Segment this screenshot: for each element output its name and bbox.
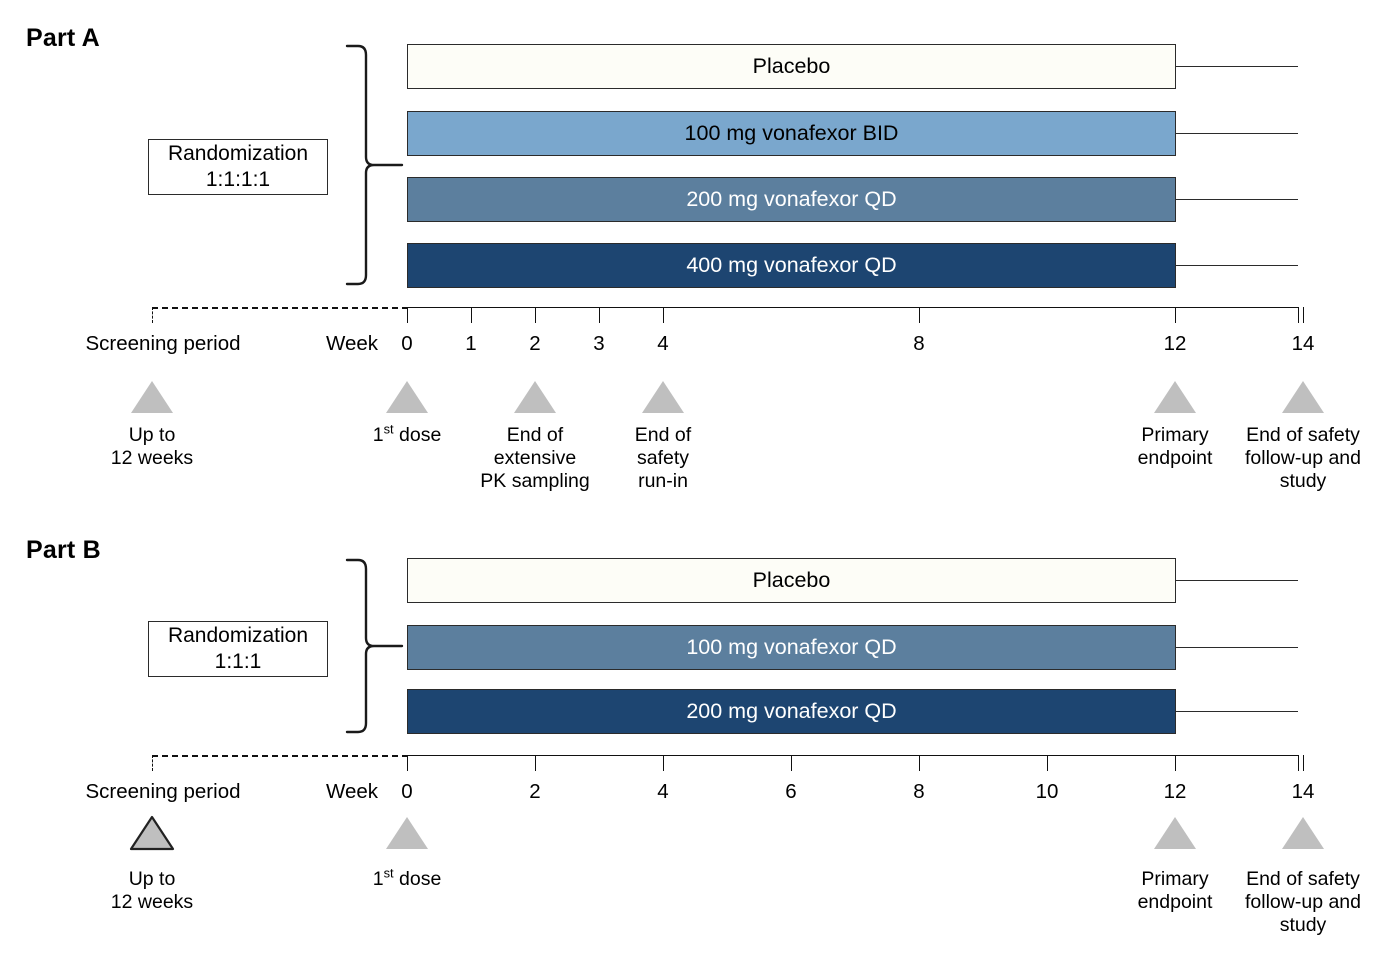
part-b-tick-label-6: 6 <box>785 780 797 803</box>
part-a-milestone-triangle-icon-0 <box>128 378 176 421</box>
part-b-tick-week-4 <box>663 755 664 771</box>
part-b-tick-label-12: 12 <box>1163 780 1187 803</box>
part-b-tick-week-0 <box>407 755 408 771</box>
part-b-arm-label-1: 100 mg vonafexor QD <box>686 635 897 659</box>
part-b-tick-week-12 <box>1175 755 1176 771</box>
part-b-arm-followup-line-0 <box>1176 580 1298 581</box>
part-b-milestone-triangle-icon-1 <box>383 814 431 857</box>
part-b-tick-week-14 <box>1303 755 1304 771</box>
part-a-axis-line <box>407 307 1299 308</box>
part-a-screening-dashed-line <box>152 307 408 309</box>
part-a-arm-followup-line-3 <box>1176 265 1298 266</box>
part-a-arm-bar-3: 400 mg vonafexor QD <box>407 243 1176 288</box>
part-a-arm-followup-line-2 <box>1176 199 1298 200</box>
part-a-arm-bar-0: Placebo <box>407 44 1176 89</box>
part-b-axis-line <box>407 755 1299 756</box>
part-b-randomization-ratio: 1:1:1 <box>214 650 262 673</box>
part-a-tick-week-4 <box>663 307 664 323</box>
part-a-arm-followup-line-1 <box>1176 133 1298 134</box>
part-a-tick-week-0 <box>407 307 408 323</box>
part-b-screening-start-tick <box>152 755 153 771</box>
part-a-tick-label-1: 1 <box>465 332 477 355</box>
part-b-milestone-triangle-icon-3 <box>1279 814 1327 857</box>
part-b-arm-label-2: 200 mg vonafexor QD <box>686 699 897 723</box>
part-a-arm-label-3: 400 mg vonafexor QD <box>686 253 897 277</box>
part-a-tick-week-14 <box>1303 307 1304 323</box>
part-b-tick-week-10 <box>1047 755 1048 771</box>
part-a-milestone-triangle-icon-1 <box>383 378 431 421</box>
part-a-arm-bar-1: 100 mg vonafexor BID <box>407 111 1176 156</box>
part-a-milestone-triangle-icon-5 <box>1279 378 1327 421</box>
part-b-screening-dashed-line <box>152 755 408 757</box>
part-a-tick-week-1 <box>471 307 472 323</box>
part-b-milestone-label-1: 1st dose <box>372 865 442 890</box>
part-b-milestone-triangle-icon-0 <box>128 814 176 857</box>
part-b-week-label: Week <box>325 780 379 803</box>
part-a-tick-label-4: 4 <box>657 332 669 355</box>
part-a-tick-label-8: 8 <box>913 332 925 355</box>
part-a-tick-week-2 <box>535 307 536 323</box>
part-a-week-label: Week <box>325 332 379 355</box>
part-b-title: Part B <box>26 536 101 564</box>
part-b-tick-label-14: 14 <box>1291 780 1315 803</box>
part-b-tick-week-8 <box>919 755 920 771</box>
part-a-arm-label-2: 200 mg vonafexor QD <box>686 187 897 211</box>
part-a-tick-week-8 <box>919 307 920 323</box>
part-a-tick-label-3: 3 <box>593 332 605 355</box>
part-a-tick-week-12 <box>1175 307 1176 323</box>
part-b-arm-followup-line-1 <box>1176 647 1298 648</box>
part-a-screening-start-tick <box>152 307 153 323</box>
part-a-arm-followup-line-0 <box>1176 66 1298 67</box>
part-b-screening-label: Screening period <box>85 780 241 803</box>
part-b-arm-bar-0: Placebo <box>407 558 1176 603</box>
part-a-milestone-triangle-icon-3 <box>639 378 687 421</box>
part-b-arm-bar-1: 100 mg vonafexor QD <box>407 625 1176 670</box>
part-a-title: Part A <box>26 24 100 52</box>
part-a-tick-label-14: 14 <box>1291 332 1315 355</box>
part-b-tick-week-6 <box>791 755 792 771</box>
part-a-tick-label-0: 0 <box>401 332 413 355</box>
part-b-tick-week-2 <box>535 755 536 771</box>
part-b-axis-end-tick <box>1298 755 1299 771</box>
part-a-arm-label-0: Placebo <box>752 54 831 78</box>
part-b-tick-label-2: 2 <box>529 780 541 803</box>
part-a-screening-label: Screening period <box>85 332 241 355</box>
part-b-brace-icon <box>345 558 404 734</box>
part-b-randomization-box: Randomization 1:1:1 <box>148 621 328 677</box>
part-a-arm-label-1: 100 mg vonafexor BID <box>684 121 899 145</box>
part-b-milestone-triangle-icon-2 <box>1151 814 1199 857</box>
part-b-arm-followup-line-2 <box>1176 711 1298 712</box>
part-a-tick-label-12: 12 <box>1163 332 1187 355</box>
part-b-randomization-title: Randomization <box>167 624 309 648</box>
part-a-axis-end-tick <box>1298 307 1299 323</box>
part-b-tick-label-8: 8 <box>913 780 925 803</box>
part-a-tick-week-3 <box>599 307 600 323</box>
part-b-tick-label-4: 4 <box>657 780 669 803</box>
part-b-arm-bar-2: 200 mg vonafexor QD <box>407 689 1176 734</box>
part-a-randomization-title: Randomization <box>167 142 309 166</box>
part-a-randomization-ratio: 1:1:1:1 <box>205 168 271 191</box>
part-b-tick-label-10: 10 <box>1035 780 1059 803</box>
part-b-tick-label-0: 0 <box>401 780 413 803</box>
part-a-randomization-box: Randomization 1:1:1:1 <box>148 139 328 195</box>
part-b-arm-label-0: Placebo <box>752 568 831 592</box>
part-a-brace-icon <box>345 44 404 286</box>
part-a-arm-bar-2: 200 mg vonafexor QD <box>407 177 1176 222</box>
part-a-milestone-triangle-icon-2 <box>511 378 559 421</box>
part-a-milestone-triangle-icon-4 <box>1151 378 1199 421</box>
part-a-milestone-label-1: 1st dose <box>372 421 442 446</box>
part-a-tick-label-2: 2 <box>529 332 541 355</box>
